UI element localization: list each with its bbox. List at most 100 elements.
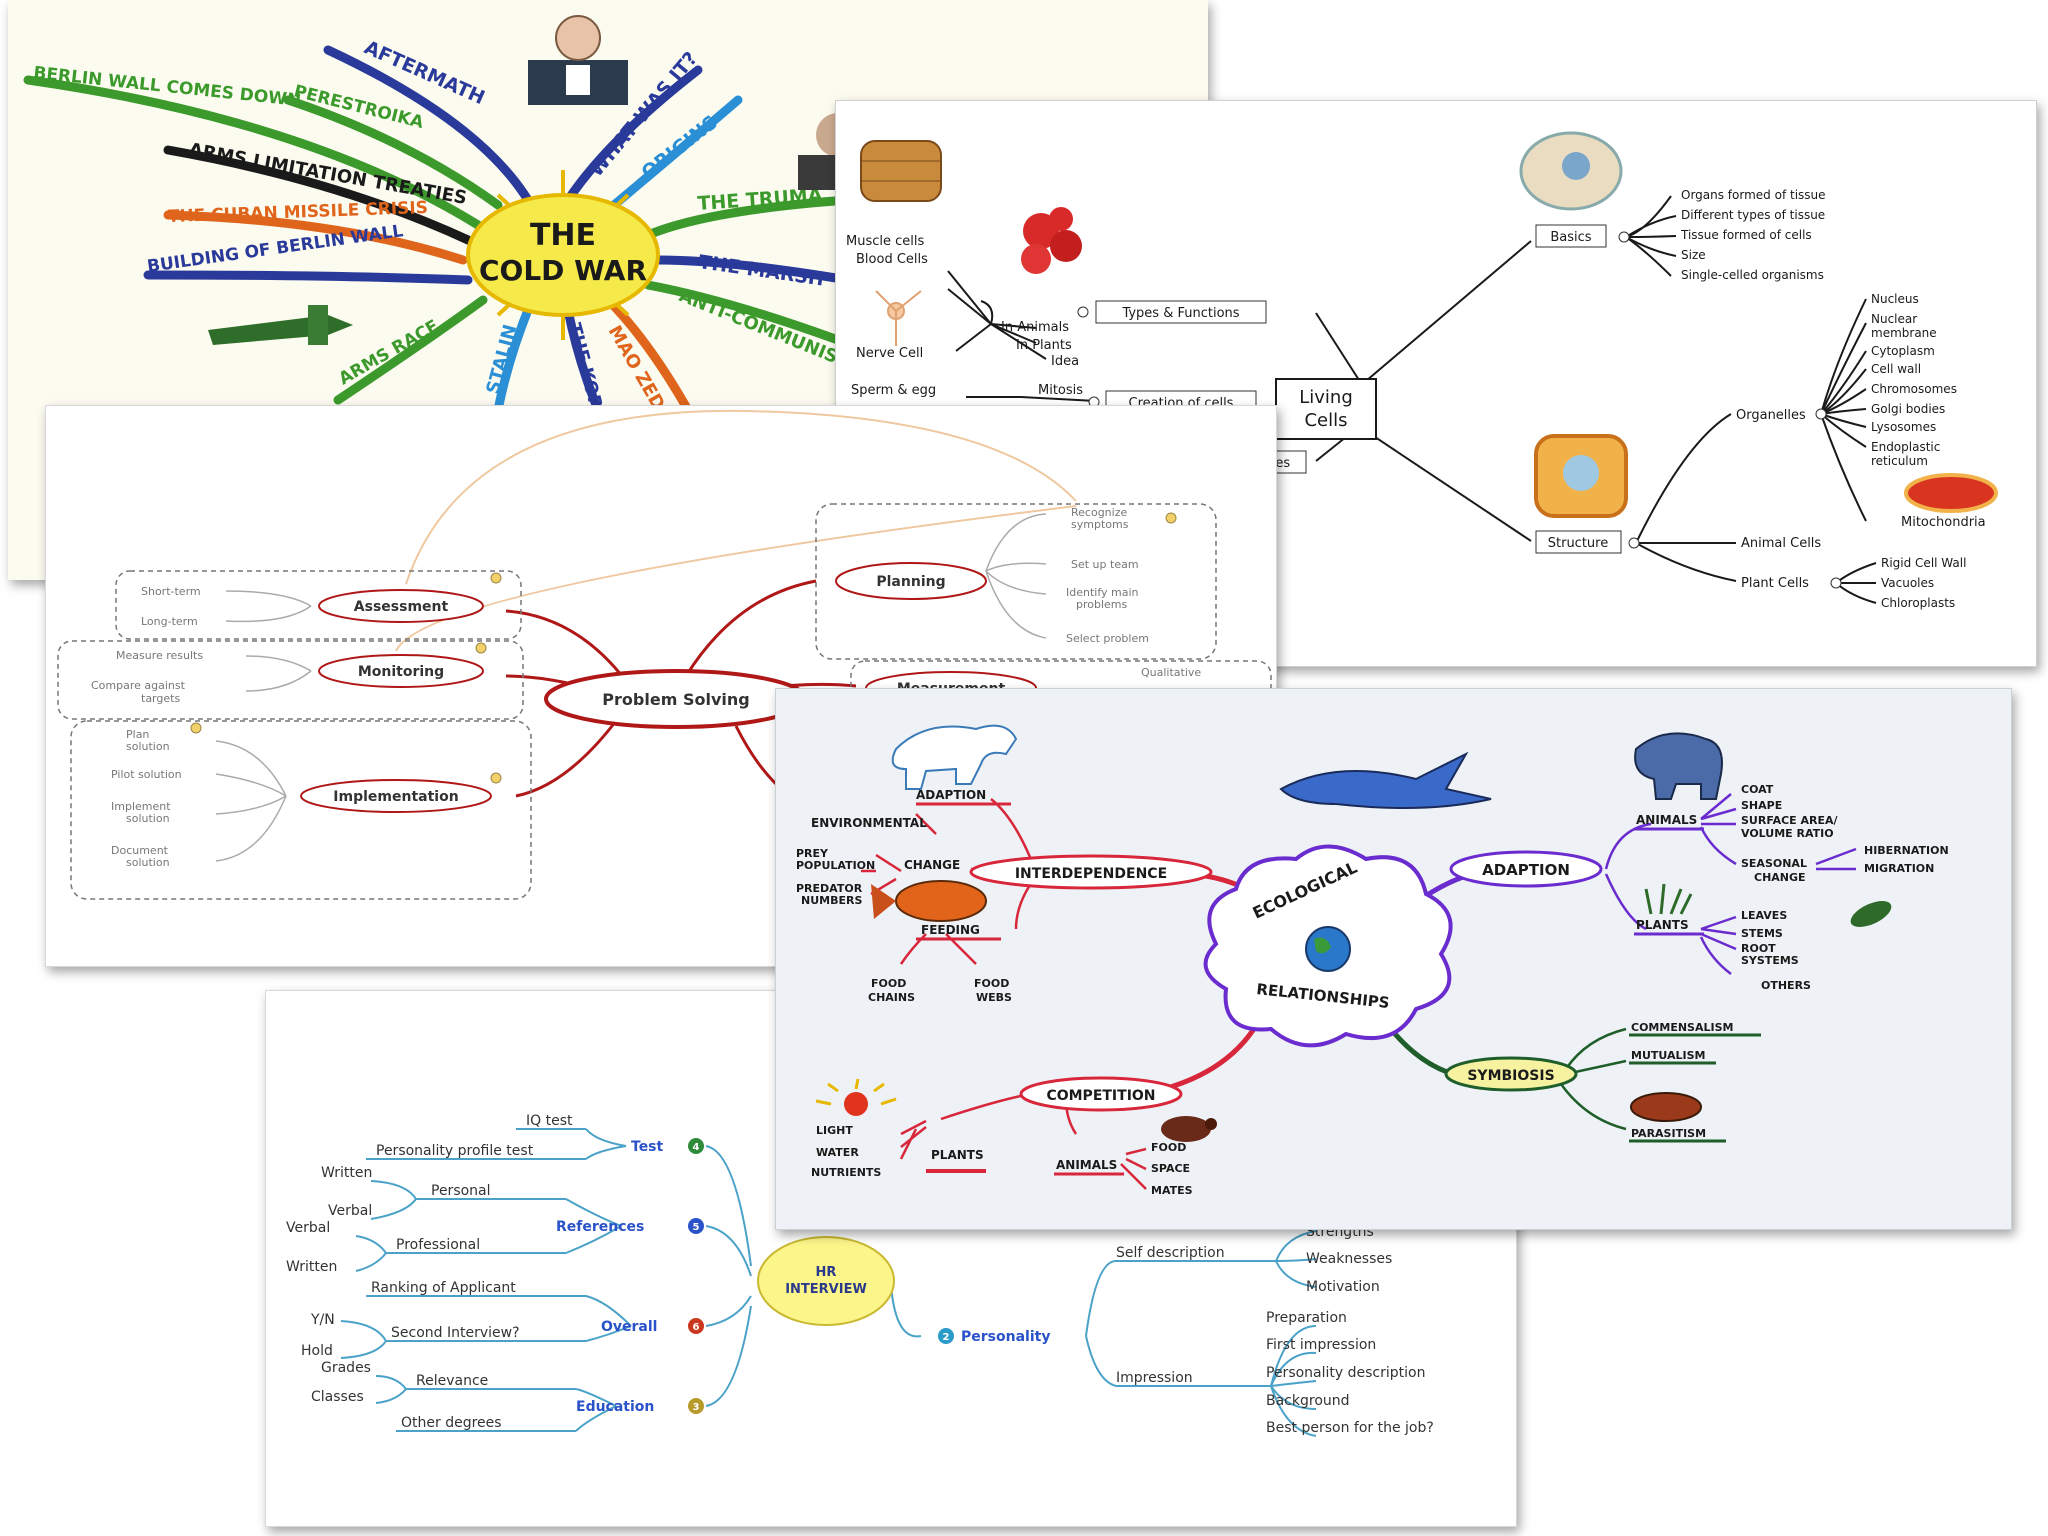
eco-node-symbiosis-label: SYMBIOSIS — [1467, 1068, 1554, 1084]
hr-personality-impression: Impression — [1116, 1370, 1193, 1386]
coldwar-label-building-wall: BUILDING OF BERLIN WALL — [146, 221, 405, 277]
cells-plant-item: Rigid Cell Wall — [1881, 556, 1966, 570]
eco-comp-mates: MATES — [1151, 1184, 1193, 1197]
eco-left-predator: PREDATOR — [796, 882, 863, 895]
problem-group-planning — [815, 503, 1217, 660]
cells-organelle-item: Chromosomes — [1871, 382, 1957, 396]
note-icon — [1165, 512, 1177, 524]
eco-left-numbers: NUMBERS — [801, 894, 862, 907]
note-icon — [490, 572, 502, 584]
hr-test-item: Personality profile test — [376, 1143, 534, 1159]
eco-left-chains: CHAINS — [868, 991, 915, 1004]
eco-elephant-image — [1634, 732, 1723, 800]
hr-references-item: Written — [286, 1259, 337, 1275]
eco-polar-bear-image — [891, 724, 1018, 790]
problem-implementation-item: Pilot solution — [111, 768, 182, 781]
cells-organelle-item: Lysosomes — [1871, 420, 1936, 434]
problem-node-planning — [835, 562, 987, 600]
cells-plant-cells-label: Plant Cells — [1741, 576, 1809, 591]
eco-comp-nutrients: NUTRIENTS — [811, 1166, 881, 1179]
hr-test-item: IQ test — [526, 1113, 573, 1129]
cells-basics-item: Tissue formed of cells — [1680, 228, 1812, 242]
eco-right-hibernation: HIBERNATION — [1864, 844, 1949, 857]
problem-node-assessment — [318, 589, 484, 623]
cells-in-plants-label: In Plants — [1016, 338, 1072, 353]
eco-symbiosis-item: COMMENSALISM — [1631, 1021, 1733, 1034]
hr-personality-self: Self description — [1116, 1245, 1225, 1261]
cells-node-types-label: Types & Functions — [1121, 306, 1239, 321]
eco-right-plants: PLANTS — [1636, 918, 1689, 932]
eco-node-adaption-right — [1449, 850, 1603, 888]
problem-node-implementation — [300, 779, 492, 813]
problem-implementation-item: solution — [126, 812, 170, 825]
eco-left-food2: FOOD — [974, 977, 1009, 990]
problem-node-monitoring-label: Monitoring — [358, 664, 444, 680]
cells-muscle-image — [860, 140, 942, 202]
problem-implementation-item: Implement — [111, 800, 171, 813]
eco-right-leaves: LEAVES — [1741, 909, 1787, 922]
problem-implementation-item: solution — [126, 856, 170, 869]
cells-plant-item: Chloroplasts — [1881, 596, 1955, 610]
problem-node-implementation-label: Implementation — [333, 789, 458, 805]
eco-comp-space: SPACE — [1151, 1162, 1190, 1175]
hr-personality-self-item: Motivation — [1306, 1279, 1380, 1295]
cells-organelle-item: reticulum — [1871, 454, 1928, 468]
cells-muscle-label: Muscle cells — [846, 234, 924, 249]
hr-badge-overall-label: 6 — [693, 1322, 700, 1333]
hr-node-education: Education — [576, 1399, 654, 1415]
cells-basics-item: Size — [1681, 248, 1706, 262]
cells-node-basics-label: Basics — [1550, 230, 1591, 245]
problem-assessment-item: Short-term — [141, 585, 201, 598]
hr-references-item: Verbal — [328, 1203, 372, 1219]
note-icon — [490, 772, 502, 784]
eco-right-animals: ANIMALS — [1636, 813, 1697, 827]
cells-organelle-item: Nuclear — [1871, 312, 1917, 326]
eco-right-seasonal: SEASONAL — [1741, 857, 1807, 870]
problem-planning-item: Recognize — [1071, 506, 1127, 519]
cells-organelle-item: membrane — [1871, 326, 1937, 340]
eco-comp-water: WATER — [816, 1146, 859, 1159]
eco-comp-food: FOOD — [1151, 1141, 1186, 1154]
eco-node-competition — [1019, 1076, 1183, 1112]
eco-comp-plants: PLANTS — [931, 1148, 984, 1162]
problem-node-monitoring — [318, 654, 484, 688]
hr-references-personal: Personal — [431, 1183, 491, 1199]
problem-planning-item: Set up team — [1071, 558, 1139, 571]
hr-personality-impression-item: Personality description — [1266, 1365, 1425, 1381]
eco-right-others: OTHERS — [1761, 979, 1811, 992]
cells-basic-cell-image — [1519, 131, 1623, 211]
hr-overall-ranking: Ranking of Applicant — [371, 1280, 516, 1296]
note-icon — [475, 642, 487, 654]
cells-node-basics — [1535, 224, 1607, 248]
coldwar-center: THE COLD WAR — [466, 170, 660, 340]
hr-overall-item: Hold — [301, 1343, 333, 1359]
problem-implementation-item: Document — [111, 844, 169, 857]
eco-right-change: CHANGE — [1754, 871, 1806, 884]
eco-center-cloud: ECOLOGICAL RELATIONSHIPS — [1203, 844, 1453, 1048]
problem-implementation-item: solution — [126, 740, 170, 753]
hr-center-line2: INTERVIEW — [785, 1282, 867, 1297]
cells-nerve-label: Nerve Cell — [856, 346, 923, 361]
eco-right-surface: SURFACE AREA/ — [1741, 814, 1839, 827]
hr-references-professional: Professional — [396, 1237, 480, 1253]
coldwar-center-line1: THE — [530, 218, 596, 253]
eco-flea-image — [1630, 1092, 1702, 1122]
eco-comp-light: LIGHT — [816, 1124, 853, 1137]
cells-mitochondria-image — [1904, 473, 1998, 513]
hr-mindmap: HR INTERVIEW Test References Overall Edu… — [286, 1113, 1434, 1437]
cells-node-types — [1095, 300, 1267, 324]
hr-badge-personality-label: 2 — [943, 1332, 950, 1343]
hr-references-item: Written — [321, 1165, 372, 1181]
problem-node-assessment-label: Assessment — [354, 599, 449, 615]
eco-node-adaption-right-label: ADAPTION — [1482, 861, 1570, 879]
eco-left-prey: PREY — [796, 847, 829, 860]
hr-badge-test — [688, 1138, 704, 1154]
hr-node-personality: Personality — [961, 1329, 1050, 1345]
hr-node-references: References — [556, 1219, 644, 1235]
problem-planning-item: symptoms — [1071, 518, 1129, 531]
hr-personality-impression-item: Background — [1266, 1393, 1350, 1409]
eco-right-root: ROOT — [1741, 942, 1776, 955]
eco-right-systems: SYSTEMS — [1741, 954, 1799, 967]
eco-beetle-image — [1161, 1116, 1217, 1142]
hr-badge-overall — [688, 1318, 704, 1334]
